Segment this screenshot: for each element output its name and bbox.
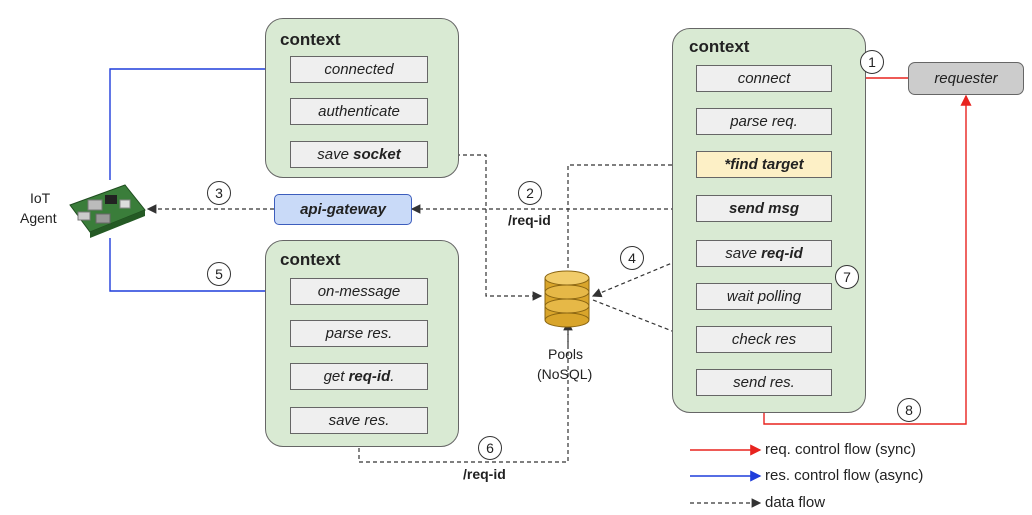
step-connect: connect (696, 65, 832, 92)
requester-box: requester (908, 62, 1024, 95)
step-get-req-id: get req-id. (290, 363, 428, 390)
step-save-socket: save socket (290, 141, 428, 168)
database-icon (544, 270, 590, 328)
step-send-res: send res. (696, 369, 832, 396)
api-gateway-box: api-gateway (274, 194, 412, 225)
data-edge (591, 252, 697, 298)
step-text: *find (724, 156, 762, 173)
step-number-5: 5 (207, 262, 231, 286)
step-number-2: 2 (518, 181, 542, 205)
step-number-8: 8 (897, 398, 921, 422)
step-number-1: 1 (860, 50, 884, 74)
step-parse-req: parse req. (696, 108, 832, 135)
step-number-6: 6 (478, 436, 502, 460)
step-text: save (725, 245, 762, 262)
context-title: context (689, 37, 750, 56)
step-save-res: save res. (290, 407, 428, 434)
step-text-bold: req-id (761, 245, 803, 262)
step-text-bold: req-id (348, 368, 391, 385)
legend-data-label: data flow (765, 494, 826, 511)
step-find-target: *find target (696, 151, 832, 178)
pools-label-line2: (NoSQL) (537, 366, 593, 382)
async-edge (109, 238, 291, 297)
step-save-req-id: save req-id (696, 240, 832, 267)
data-edge (358, 330, 569, 463)
step-number-7: 7 (835, 265, 859, 289)
legend-sync-label: req. control flow (sync) (765, 441, 916, 458)
step-text: get (323, 368, 349, 385)
context-title: context (280, 30, 341, 49)
step-check-res: check res (696, 326, 832, 353)
step-text-bold: target (761, 156, 804, 173)
step-parse-res: parse res. (290, 320, 428, 347)
step-number-3: 3 (207, 181, 231, 205)
step-send-msg: send msg (696, 195, 832, 222)
step-text: . (390, 368, 395, 385)
raspberry-pi-icon (69, 184, 146, 238)
iot-agent-label-line1: IoT (30, 190, 51, 206)
step-text-bold: socket (353, 146, 401, 163)
pools-label-line1: Pools (548, 346, 584, 362)
req-id-label: /req-id (463, 466, 506, 482)
req-id-label: /req-id (508, 212, 551, 228)
context-title: context (280, 250, 341, 269)
step-on-message: on-message (290, 278, 428, 305)
step-connected: connected (290, 56, 428, 83)
step-wait-polling: wait polling (696, 283, 832, 310)
async-edge (109, 63, 291, 180)
step-number-4: 4 (620, 246, 644, 270)
iot-agent-label-line2: Agent (20, 210, 57, 226)
step-authenticate: authenticate (290, 98, 428, 125)
legend-async-label: res. control flow (async) (765, 467, 924, 484)
step-text: save (317, 146, 354, 163)
